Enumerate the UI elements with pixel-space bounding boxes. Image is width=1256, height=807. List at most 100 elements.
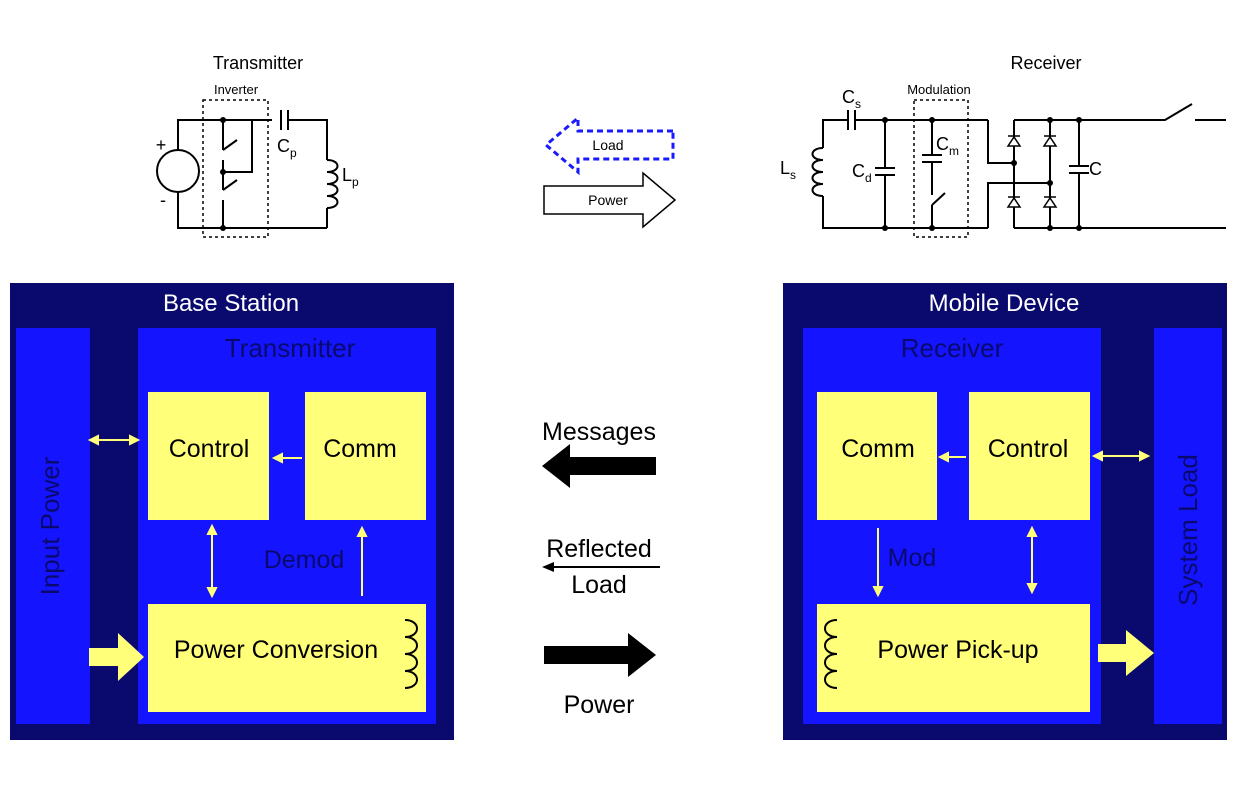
power-conversion-box — [148, 604, 426, 712]
modulation-box — [913, 99, 969, 238]
wire — [822, 119, 848, 148]
tx-control-label: Control — [169, 435, 250, 463]
receiver-circuit — [811, 103, 1226, 229]
rectifier-diodes — [1006, 135, 1058, 208]
transmitter-circuit-title: Transmitter — [213, 53, 303, 73]
junction-dot — [882, 225, 888, 231]
arrowhead — [1091, 450, 1103, 462]
source-plus: + — [156, 135, 167, 155]
arrowhead — [937, 451, 949, 463]
rx-control-box — [969, 392, 1090, 520]
arrowhead — [872, 586, 884, 598]
receiver-block-label: Receiver — [901, 333, 1004, 363]
diode — [1042, 196, 1058, 208]
mod-label: Mod — [888, 544, 937, 572]
transmitter-block-label: Transmitter — [225, 333, 356, 363]
junction-dot — [1076, 225, 1082, 231]
inverter-box — [202, 99, 269, 238]
wire — [223, 120, 253, 173]
source-minus: - — [160, 190, 166, 210]
wire — [177, 119, 272, 150]
power-pickup-label: Power Pick-up — [877, 636, 1038, 664]
center-flow: Messages Reflected Load Power — [542, 418, 660, 719]
system-load-bar — [1154, 328, 1222, 724]
wire — [822, 196, 988, 229]
messages-arrow — [542, 444, 656, 488]
wire — [987, 120, 1014, 164]
power-arrow-outline — [543, 171, 677, 229]
arrowhead — [542, 562, 554, 572]
junction-dot — [1076, 117, 1082, 123]
lp-inductor — [326, 159, 339, 209]
tx-thin-arrows — [87, 434, 368, 599]
switch-lower — [222, 179, 238, 191]
tx-coil-icon — [404, 619, 418, 689]
mod-switch — [931, 192, 946, 206]
arrowhead — [1026, 583, 1038, 595]
voltage-source — [156, 149, 200, 193]
arrowhead — [206, 523, 218, 535]
power-conversion-label: Power Conversion — [174, 636, 378, 664]
system-load-label: System Load — [1173, 454, 1203, 606]
junction-dot — [220, 225, 226, 231]
junction-dot — [220, 169, 226, 175]
cd-label: Cd — [852, 161, 872, 185]
input-power-label: Input Power — [35, 456, 65, 595]
arrowhead — [129, 434, 141, 446]
lp-label: Lp — [342, 165, 359, 189]
tx-comm-label: Comm — [323, 435, 397, 463]
mobile-device-title: Mobile Device — [929, 290, 1080, 317]
c-label: C — [1089, 159, 1102, 179]
junction-dot — [1011, 160, 1017, 166]
diode — [1006, 135, 1022, 147]
cp-label: Cp — [277, 136, 297, 160]
tx-control-box — [148, 392, 269, 520]
rx-comm-box — [817, 392, 937, 520]
junction-dot — [220, 117, 226, 123]
power-arrow — [544, 633, 656, 677]
switch-upper — [222, 139, 238, 151]
cs-label: Cs — [842, 87, 861, 111]
input-power-arrow — [89, 633, 144, 681]
wire — [987, 182, 1050, 228]
rx-comm-label: Comm — [841, 435, 915, 463]
reflected-label: Reflected — [546, 535, 652, 563]
wire — [1014, 103, 1193, 121]
rx-control-label: Control — [988, 435, 1069, 463]
base-station-title: Base Station — [163, 290, 299, 317]
junction-dot — [929, 117, 935, 123]
receiver-circuit-title: Receiver — [1010, 53, 1081, 73]
ls-inductor — [811, 147, 824, 197]
junction-dot — [1047, 117, 1053, 123]
junction-dot — [1047, 225, 1053, 231]
transmitter-circuit — [156, 110, 339, 229]
receiver-junctions — [882, 117, 1082, 231]
demod-label: Demod — [264, 546, 345, 574]
diode — [1042, 135, 1058, 147]
rx-thin-arrows — [872, 450, 1151, 598]
junction-dot — [1047, 180, 1053, 186]
cm-label: Cm — [936, 134, 959, 158]
wire — [177, 192, 327, 229]
base-station: Base Station Input Power Transmitter Con… — [10, 283, 454, 740]
power-label: Power — [564, 691, 635, 719]
mobile-device: Mobile Device Receiver System Load Comm … — [783, 283, 1227, 740]
power-arrow-label: Power — [588, 192, 628, 208]
arrowhead — [87, 434, 99, 446]
messages-label: Messages — [542, 418, 656, 446]
arrowhead — [1139, 450, 1151, 462]
arrowhead — [1026, 525, 1038, 537]
arrowhead — [206, 587, 218, 599]
wire — [288, 119, 328, 160]
reflected-load-label: Load — [571, 571, 627, 599]
junction-dot — [929, 225, 935, 231]
input-power-bar — [16, 328, 90, 724]
inverter-label: Inverter — [214, 82, 259, 97]
rx-coil-icon — [824, 619, 838, 689]
tx-comm-box — [305, 392, 426, 520]
junction-dot — [882, 117, 888, 123]
arrowhead — [271, 452, 283, 464]
ls-label: Ls — [780, 158, 796, 182]
power-pickup-box — [817, 604, 1090, 712]
